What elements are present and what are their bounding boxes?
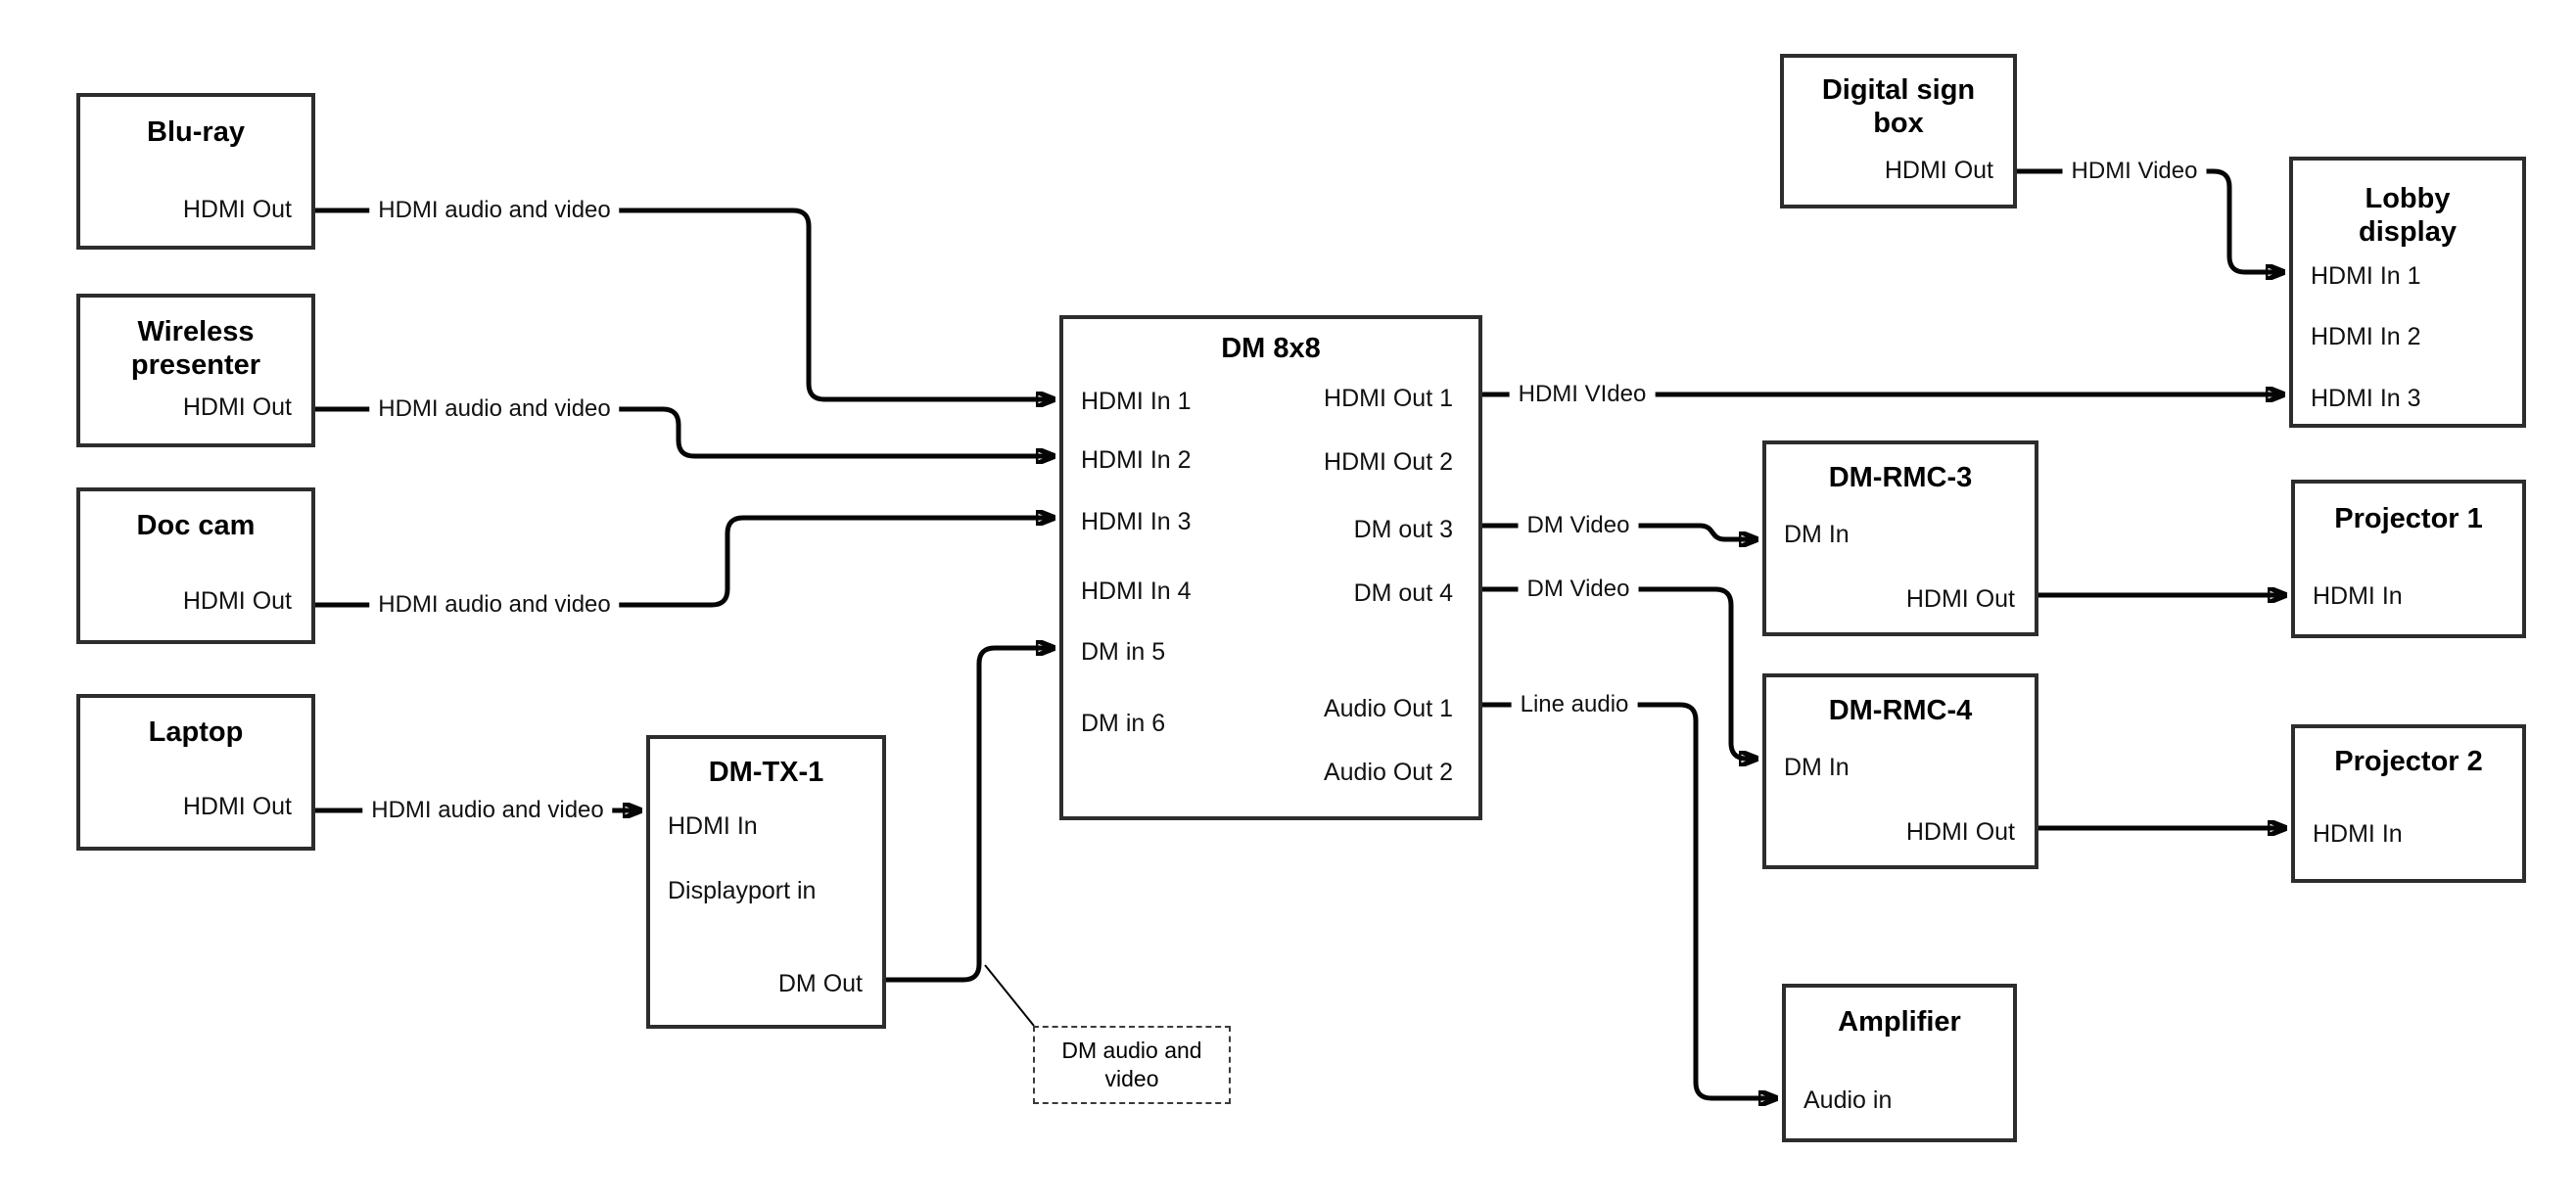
wire-bluray-to-dm8x8-in1 bbox=[315, 208, 1054, 399]
port-hdmi-out: HDMI Out bbox=[182, 196, 292, 223]
node-title: DM-TX-1 bbox=[708, 757, 824, 788]
node-title: DM 8x8 bbox=[1221, 333, 1321, 364]
port-dm-in-6: DM in 6 bbox=[1081, 710, 1166, 737]
port-displayport-in: Displayport in bbox=[668, 877, 817, 904]
port-dm-out: DM Out bbox=[777, 970, 863, 997]
wire-dm8x8-out4-to-dmrmc4 bbox=[1482, 586, 1756, 759]
port-dm-in: DM In bbox=[1784, 521, 1850, 548]
node-dm-rmc-3: DM-RMC-3 DM In HDMI Out bbox=[1762, 440, 2038, 636]
wire-dm8x8-audio1-to-amplifier bbox=[1482, 702, 1776, 1098]
port-hdmi-in: HDMI In bbox=[2313, 582, 2403, 610]
node-title: Blu-ray bbox=[147, 116, 245, 148]
wire-label-digitalsign: HDMI Video bbox=[2062, 158, 2207, 185]
node-title: Laptop bbox=[148, 716, 244, 748]
port-dm-in: DM In bbox=[1784, 754, 1850, 781]
port-hdmi-in: HDMI In bbox=[668, 812, 758, 840]
port-dm-out-4: DM out 4 bbox=[1353, 579, 1453, 607]
port-hdmi-in-4: HDMI In 4 bbox=[1081, 577, 1192, 605]
node-title: Amplifier bbox=[1838, 1006, 1961, 1038]
wire-label-dm-video-out3: DM Video bbox=[1518, 512, 1639, 539]
node-doc-cam: Doc cam HDMI Out bbox=[76, 487, 315, 644]
wire-label-dm-video-out4: DM Video bbox=[1518, 576, 1639, 603]
port-hdmi-out: HDMI Out bbox=[182, 587, 292, 615]
wire-wireless-to-dm8x8-in2 bbox=[315, 406, 1054, 456]
port-audio-out-2: Audio Out 2 bbox=[1323, 759, 1453, 786]
port-hdmi-in-3: HDMI In 3 bbox=[1081, 508, 1192, 535]
port-hdmi-out: HDMI Out bbox=[182, 393, 292, 421]
note-dm-audio-video: DM audio and video bbox=[1033, 1026, 1231, 1104]
port-hdmi-in-2: HDMI In 2 bbox=[2311, 323, 2421, 350]
node-dm-tx-1: DM-TX-1 HDMI In Displayport in DM Out bbox=[646, 735, 886, 1029]
node-title: Lobby display bbox=[2359, 183, 2457, 248]
port-hdmi-out: HDMI Out bbox=[1884, 157, 1993, 184]
node-projector-2: Projector 2 HDMI In bbox=[2291, 724, 2526, 883]
port-hdmi-out: HDMI Out bbox=[1905, 818, 2015, 846]
node-dm-rmc-4: DM-RMC-4 DM In HDMI Out bbox=[1762, 673, 2038, 869]
port-dm-in-5: DM in 5 bbox=[1081, 638, 1166, 666]
wire-label-hdmi-video-out1: HDMI VIdeo bbox=[1509, 381, 1656, 408]
wire-label-doccam: HDMI audio and video bbox=[369, 591, 620, 619]
node-digital-sign-box: Digital sign box HDMI Out bbox=[1780, 54, 2017, 208]
port-hdmi-in-1: HDMI In 1 bbox=[2311, 262, 2421, 290]
wire-dm8x8-out3-to-dmrmc3 bbox=[1482, 523, 1756, 539]
wire-doccam-to-dm8x8-in3 bbox=[315, 518, 1054, 608]
port-dm-out-3: DM out 3 bbox=[1353, 516, 1453, 543]
port-hdmi-out: HDMI Out bbox=[182, 793, 292, 820]
port-hdmi-in-2: HDMI In 2 bbox=[1081, 446, 1192, 474]
node-bluray: Blu-ray HDMI Out bbox=[76, 93, 315, 250]
node-title: DM-RMC-3 bbox=[1828, 462, 1973, 493]
node-laptop: Laptop HDMI Out bbox=[76, 694, 315, 851]
wire-label-line-audio: Line audio bbox=[1511, 691, 1638, 718]
port-hdmi-in: HDMI In bbox=[2313, 820, 2403, 848]
wire-label-wireless: HDMI audio and video bbox=[369, 395, 620, 423]
port-audio-out-1: Audio Out 1 bbox=[1323, 695, 1453, 722]
note-callout-line bbox=[984, 964, 1035, 1027]
node-title: Doc cam bbox=[136, 510, 256, 541]
wire-dmtx1-to-dm8x8-in5 bbox=[886, 648, 1054, 983]
node-title: Projector 1 bbox=[2334, 503, 2483, 534]
node-title: Projector 2 bbox=[2334, 746, 2483, 777]
port-hdmi-in-3: HDMI In 3 bbox=[2311, 385, 2421, 412]
node-title: Digital sign box bbox=[1821, 74, 1976, 139]
wire-digitalsign-to-lobby-in1 bbox=[2017, 168, 2283, 272]
port-hdmi-in-1: HDMI In 1 bbox=[1081, 388, 1192, 415]
node-dm-8x8: DM 8x8 HDMI In 1 HDMI In 2 HDMI In 3 HDM… bbox=[1059, 315, 1482, 820]
port-hdmi-out-1: HDMI Out 1 bbox=[1324, 385, 1453, 412]
port-hdmi-out: HDMI Out bbox=[1905, 585, 2015, 613]
node-title: DM-RMC-4 bbox=[1828, 695, 1973, 726]
node-projector-1: Projector 1 HDMI In bbox=[2291, 480, 2526, 638]
node-title: Wireless presenter bbox=[130, 316, 261, 381]
port-hdmi-out-2: HDMI Out 2 bbox=[1324, 448, 1453, 476]
wire-label-bluray: HDMI audio and video bbox=[369, 197, 620, 224]
node-lobby-display: Lobby display HDMI In 1 HDMI In 2 HDMI I… bbox=[2289, 157, 2526, 428]
node-wireless-presenter: Wireless presenter HDMI Out bbox=[76, 294, 315, 447]
node-amplifier: Amplifier Audio in bbox=[1782, 984, 2017, 1142]
wire-label-laptop: HDMI audio and video bbox=[362, 797, 613, 824]
port-audio-in: Audio in bbox=[1803, 1086, 1893, 1114]
